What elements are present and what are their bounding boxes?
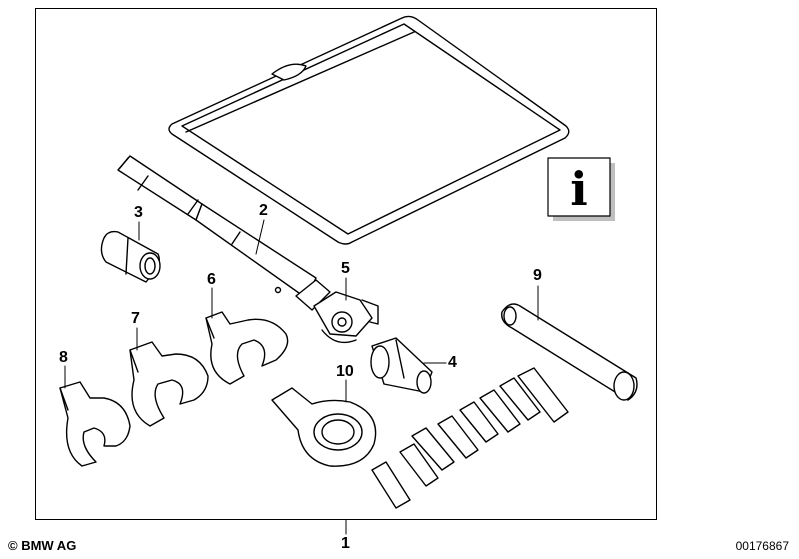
- callout-4: 4: [448, 354, 457, 371]
- ring-crowfoot-10: [271, 387, 377, 467]
- callout-1: 1: [341, 535, 350, 552]
- ratchet-head: [313, 291, 379, 344]
- callout-6: 6: [207, 271, 216, 288]
- extension-bar-9: [501, 303, 638, 401]
- callout-3: 3: [134, 204, 143, 221]
- info-card: i: [548, 158, 614, 220]
- callout-10: 10: [336, 363, 354, 380]
- leader-lines: [64, 219, 539, 535]
- bit-set: [371, 367, 569, 509]
- callout-7: 7: [131, 310, 140, 327]
- crowfoot-8: [59, 381, 131, 467]
- callout-5: 5: [341, 260, 350, 277]
- callout-9: 9: [533, 267, 542, 284]
- info-icon: i: [570, 162, 588, 216]
- callout-8: 8: [59, 349, 68, 366]
- crowfoot-7: [129, 341, 209, 427]
- torque-wrench: [117, 155, 331, 311]
- adapter-4: [370, 337, 433, 394]
- copyright-text: © BMW AG: [8, 538, 77, 553]
- info-card-box: [547, 157, 611, 217]
- tool-tray: [168, 15, 570, 245]
- callout-2: 2: [259, 202, 268, 219]
- image-number: 00176867: [735, 539, 789, 553]
- crowfoot-6: [205, 311, 289, 385]
- socket-3: [100, 230, 161, 283]
